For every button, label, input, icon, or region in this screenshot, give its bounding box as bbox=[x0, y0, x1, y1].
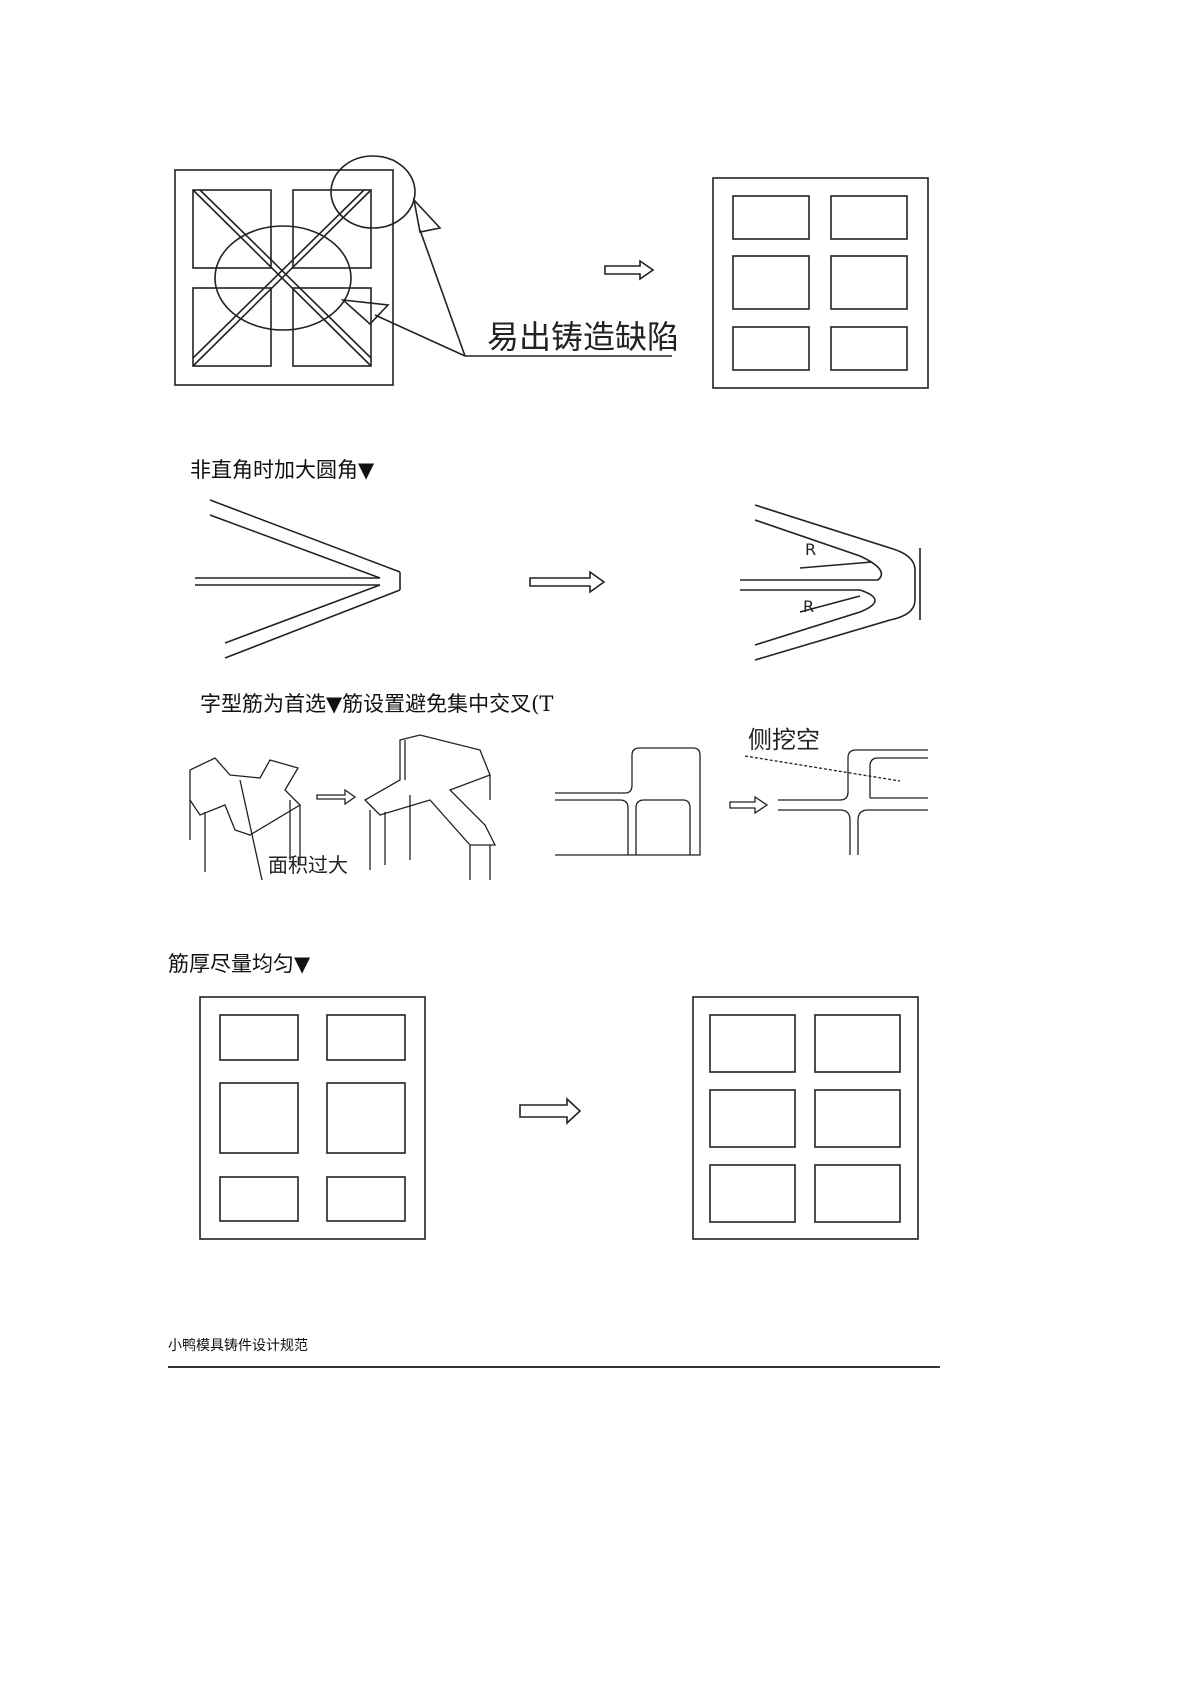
arrow-icon bbox=[604, 259, 655, 281]
caption-rib-thickness: 筋厚尽量均匀▼ bbox=[168, 952, 311, 976]
radius-label: R bbox=[805, 540, 816, 559]
side-hollow-label: 侧挖空 bbox=[748, 726, 820, 754]
footer-divider bbox=[168, 1366, 940, 1368]
figure1-good-ribs bbox=[712, 177, 929, 389]
figure3-t-rib: 侧挖空 bbox=[555, 726, 928, 856]
area-too-large-label: 面积过大 bbox=[268, 853, 348, 877]
caption-rib-layout: 字型筋为首选▼筋设置避免集中交叉(T bbox=[200, 692, 554, 716]
figure2-sharp-angle bbox=[195, 499, 401, 659]
figure4-even-ribs bbox=[692, 996, 919, 1240]
caption-rounded-corner: 非直角时加大圆角▼ bbox=[190, 458, 375, 482]
arrow-icon bbox=[529, 570, 606, 594]
defect-label: 易出铸造缺陷 bbox=[487, 318, 679, 356]
figure2-rounded-angle: R R bbox=[740, 504, 921, 661]
figure1-bad-ribs: 易出铸造缺陷 bbox=[174, 155, 679, 386]
footer-title: 小鸭模具铸件设计规范 bbox=[168, 1338, 308, 1354]
figure3-cross-rib: 面积过大 bbox=[189, 734, 497, 881]
figure4-uneven-ribs bbox=[199, 996, 426, 1240]
radius-label: R bbox=[803, 597, 814, 616]
arrow-icon bbox=[519, 1097, 582, 1125]
